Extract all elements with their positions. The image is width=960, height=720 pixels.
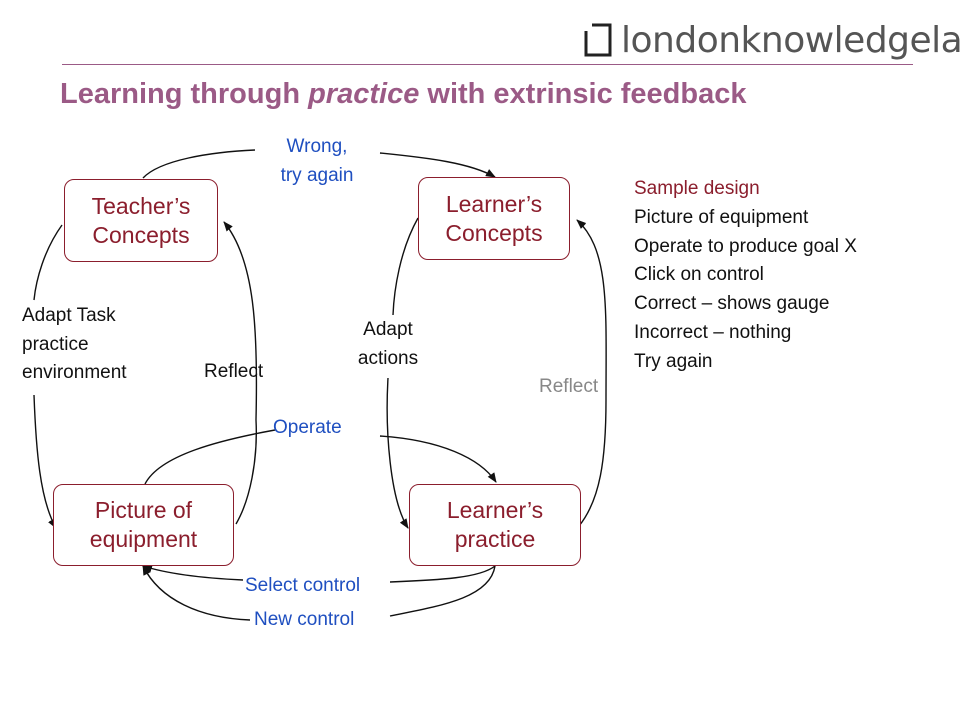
sample-design-notes: Sample design Picture of equipment Opera… (634, 175, 857, 377)
title-part-2: with extrinsic feedback (419, 78, 747, 110)
title-emphasis: practice (308, 78, 420, 110)
notes-line: Picture of equipment (634, 206, 809, 228)
slide-title: Learning through practice with extrinsic… (60, 78, 747, 111)
node-teachers-concepts-label: Teacher’s Concepts (91, 192, 191, 248)
arrow-adapt-actions-bottom (386, 377, 409, 529)
arrow-wrong-try-again-right (379, 152, 496, 178)
edge-label-reflect-right: Reflect (539, 376, 599, 397)
notes-line: Incorrect – nothing (634, 321, 792, 343)
edge-label-adapt-task: Adapt Task practice environment (22, 305, 127, 383)
notes-line: Try again (634, 350, 713, 372)
node-learners-concepts: Learner’s Concepts (418, 177, 570, 260)
arrow-new-control-left (142, 565, 251, 621)
header-divider (62, 64, 913, 65)
edge-label-select-control: Select control (245, 575, 361, 596)
arrow-wrong-try-again-left (142, 149, 256, 179)
arrow-adapt-actions-top (392, 217, 419, 316)
edge-label-wrong-try-again: Wrong, try again (280, 136, 354, 186)
notes-line: Click on control (634, 264, 764, 286)
arrow-new-control-right (389, 565, 496, 617)
arrow-select-control-left (142, 564, 244, 581)
node-teachers-concepts: Teacher’s Concepts (64, 179, 218, 262)
node-picture-of-equipment: Picture of equipment (53, 484, 234, 566)
title-part-1: Learning through (60, 78, 309, 110)
notes-heading: Sample design (634, 178, 760, 199)
node-picture-of-equipment-label: Picture of equipment (89, 497, 198, 552)
node-learners-concepts-label: Learner’s Concepts (445, 190, 543, 246)
node-learners-practice: Learner’s practice (409, 484, 581, 566)
arrow-adapt-task-top (33, 224, 63, 301)
logo: londonknowledgelab (583, 19, 960, 61)
arrow-operate-left (144, 429, 276, 485)
edge-label-new-control: New control (254, 609, 355, 630)
edge-label-adapt-actions: Adapt actions (357, 319, 419, 369)
edge-label-operate: Operate (273, 417, 342, 438)
logo-text: londonknowledgelab (621, 19, 960, 61)
arrow-operate-right (379, 435, 497, 483)
notes-line: Operate to produce goal X (634, 235, 857, 257)
node-learners-practice-label: Learner’s practice (446, 497, 544, 552)
arrow-reflect-left (223, 221, 258, 525)
edge-label-reflect-left: Reflect (204, 361, 264, 382)
notes-line: Correct – shows gauge (634, 293, 830, 315)
logo-square-icon (584, 23, 612, 57)
arrow-reflect-right (576, 219, 607, 527)
arrow-adapt-task-bottom (33, 394, 57, 529)
arrow-select-control-right (389, 565, 496, 583)
